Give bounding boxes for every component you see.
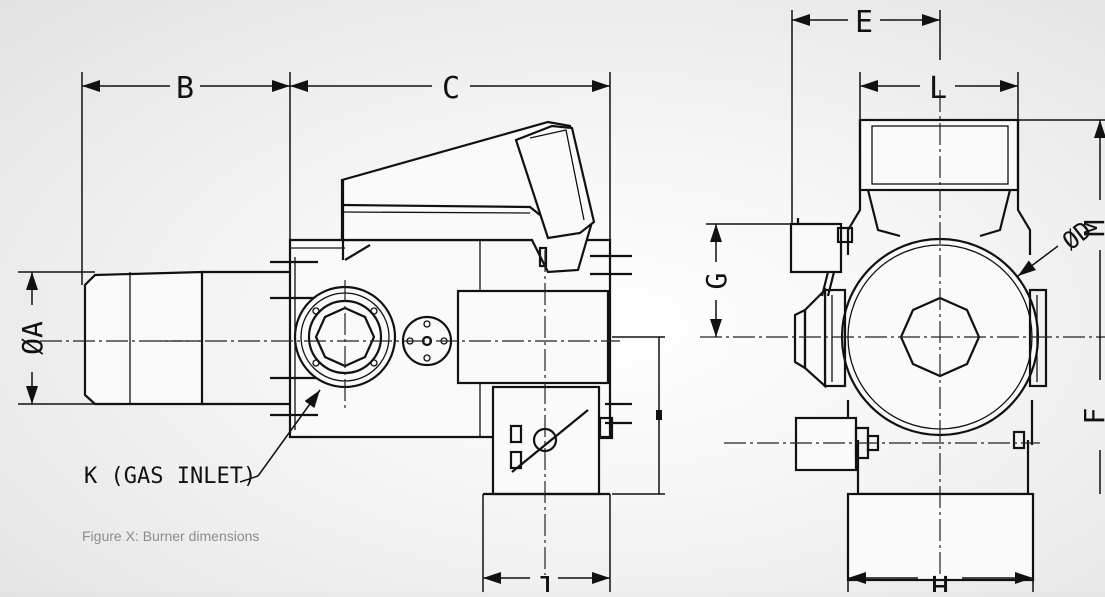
front-view: E L G ØD M F H [700, 5, 1105, 597]
dimension-label-c: C [442, 71, 460, 106]
gas-inlet-label: K (GAS INLET) [84, 464, 256, 489]
dimension-label-h: H [931, 571, 949, 592]
dimension-label-m: M [1078, 220, 1105, 237]
dimension-label-a: ØA [16, 321, 49, 355]
control-box [340, 120, 596, 274]
dimension-label-j: J [535, 571, 553, 592]
blast-tube [83, 270, 290, 406]
dimension-label-e: E [855, 5, 873, 40]
air-inlet-box [483, 385, 614, 496]
dimension-label-g: G [700, 273, 733, 290]
gas-inlet-callout: K (GAS INLET) [84, 389, 321, 489]
dimension-label-l: L [929, 71, 947, 106]
front-lower-actuator [794, 416, 1026, 472]
dimension-label-f: F [1078, 408, 1105, 425]
front-gas-valve [789, 218, 854, 297]
front-motor [793, 287, 827, 389]
dimension-label-b: B [176, 71, 194, 106]
front-control-box [858, 118, 1020, 192]
side-view: B C ØA J K (GAS INLET) [16, 71, 665, 597]
figure-caption: Figure X: Burner dimensions [82, 528, 260, 544]
